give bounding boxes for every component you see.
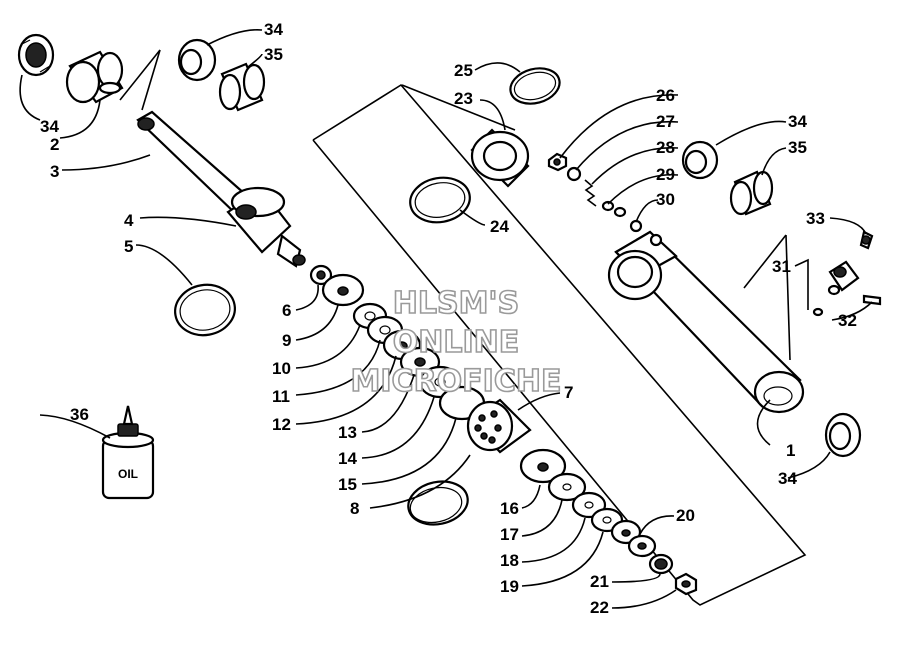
- callout-23: 23: [454, 89, 473, 108]
- part-36-oil-bottle: OIL: [101, 405, 155, 500]
- part-28-spring: [584, 179, 597, 207]
- callout-19: 19: [500, 577, 519, 596]
- part-35-sleeve-right: [729, 170, 774, 216]
- callout-31: 31: [772, 257, 791, 276]
- part-34-bushing-upper: [177, 38, 217, 82]
- part-33-screw: [859, 230, 874, 250]
- part-7-piston: [466, 398, 532, 454]
- callout-25: 25: [454, 61, 473, 80]
- part-4-seal-head: [226, 186, 306, 268]
- callout-29: 29: [656, 165, 675, 184]
- callout-34-top: 34: [264, 20, 283, 39]
- callout-33: 33: [806, 209, 825, 228]
- part-31-adjuster: [812, 260, 860, 317]
- watermark-line-2: ONLINE: [393, 325, 520, 360]
- callout-15: 15: [338, 475, 357, 494]
- part-9-washer: [321, 273, 365, 307]
- callout-20: 20: [676, 506, 695, 525]
- callout-13: 13: [338, 423, 357, 442]
- watermark-line-3: MICROFICHE: [351, 364, 562, 399]
- callouts: 34 35 34 2 3 4 5 6 9 10 11 12 13 14 15 8…: [40, 20, 857, 617]
- callout-7: 7: [564, 383, 573, 402]
- callout-17: 17: [500, 525, 519, 544]
- callout-26: 26: [656, 86, 675, 105]
- callout-35-top: 35: [264, 45, 283, 64]
- part-8-piston-band: [407, 480, 469, 526]
- leader-lines: [19, 28, 873, 609]
- callout-6: 6: [282, 301, 291, 320]
- callout-35-right: 35: [788, 138, 807, 157]
- callout-34-left: 34: [40, 117, 59, 136]
- callout-8: 8: [350, 499, 359, 518]
- callout-34-right: 34: [788, 112, 807, 131]
- callout-10: 10: [272, 359, 291, 378]
- callout-12: 12: [272, 415, 291, 434]
- part-32-screw: [862, 294, 882, 306]
- part-26-nut: [547, 152, 568, 172]
- callout-4: 4: [124, 211, 134, 230]
- callout-24: 24: [490, 217, 509, 236]
- part-34-bushing-right-upper: [681, 140, 719, 180]
- callout-1: 1: [786, 441, 795, 460]
- part-27-ball: [566, 166, 582, 182]
- part-16-washer: [519, 448, 567, 484]
- part-20b-shim: [627, 534, 657, 558]
- callout-2: 2: [50, 135, 59, 154]
- part-23-reservoir-cap: [470, 128, 530, 188]
- part-5-o-ring: [174, 283, 236, 337]
- callout-9: 9: [282, 331, 291, 350]
- part-35-sleeve-upper: [218, 62, 266, 112]
- callout-14: 14: [338, 449, 357, 468]
- part-2-rod-end: [65, 50, 124, 104]
- part-34-cap-top-left: [17, 33, 55, 77]
- callout-27: 27: [656, 112, 675, 131]
- part-29b-disc: [613, 206, 627, 218]
- part-34-bushing-right-lower: [824, 412, 862, 458]
- callout-11: 11: [272, 387, 290, 406]
- part-24-ring: [409, 176, 471, 224]
- part-21-washer: [648, 553, 674, 575]
- callout-18: 18: [500, 551, 519, 570]
- part-1-shock-body: [607, 230, 805, 414]
- callout-28: 28: [656, 138, 675, 157]
- part-29-disc: [601, 200, 615, 212]
- callout-34-bottom: 34: [778, 469, 797, 488]
- part-6-nut: [309, 264, 333, 286]
- callout-22: 22: [590, 598, 609, 617]
- callout-36: 36: [70, 405, 89, 424]
- part-30-ball: [629, 219, 643, 233]
- callout-5: 5: [124, 237, 133, 256]
- part-22-nut: [674, 572, 698, 596]
- part-25-o-ring: [509, 67, 561, 105]
- watermark-line-1: HLSM'S: [393, 286, 519, 321]
- callout-21: 21: [590, 572, 609, 591]
- callout-16: 16: [500, 499, 519, 518]
- watermark: HLSM'S ONLINE MICROFICHE: [350, 285, 563, 400]
- part-17-shim: [547, 472, 587, 502]
- oil-bottle-label: OIL: [118, 467, 138, 481]
- callout-30: 30: [656, 190, 675, 209]
- callout-3: 3: [50, 162, 59, 181]
- callout-32: 32: [838, 311, 857, 330]
